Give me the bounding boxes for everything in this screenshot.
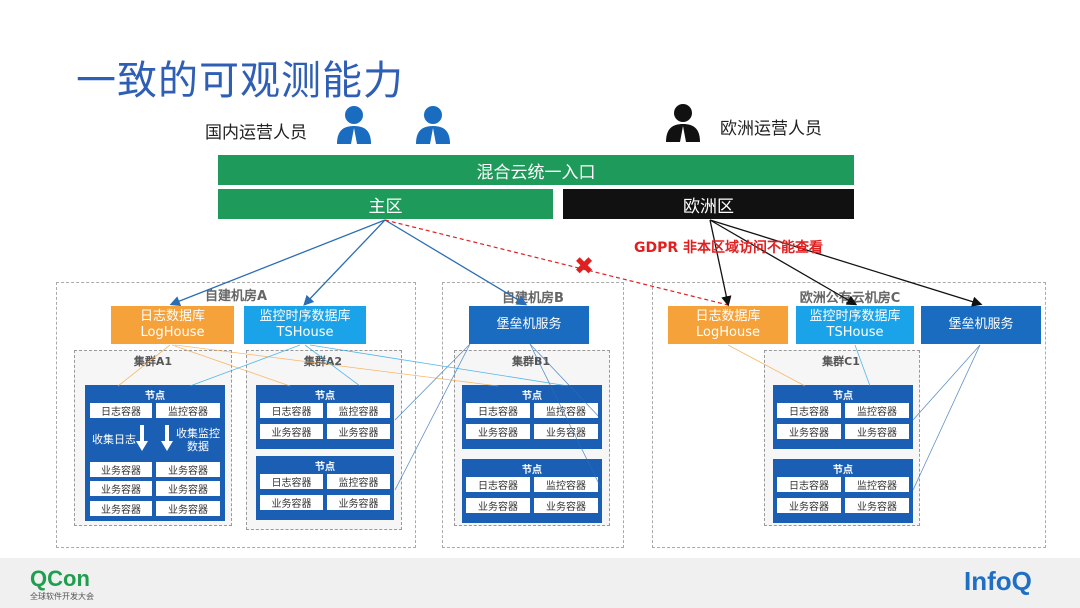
cluster-a1-node: 节点 日志容器 监控容器 收集日志 收集监控 数据 业务容器 业务容器 业务容器…	[85, 385, 225, 521]
business-container[interactable]: 业务容器	[845, 498, 909, 513]
business-container[interactable]: 业务容器	[156, 501, 220, 516]
business-container[interactable]: 业务容器	[327, 495, 390, 510]
metric-container[interactable]: 监控容器	[156, 403, 220, 418]
metric-db-name: 监控时序数据库	[809, 309, 901, 324]
arrow-down-icon	[161, 425, 173, 451]
cluster-b1-node-1: 节点 日志容器 监控容器 业务容器 业务容器	[462, 385, 602, 449]
log-db-name: 日志数据库	[139, 309, 205, 324]
metric-db-product: TSHouse	[276, 325, 334, 340]
log-db-product: LogHouse	[140, 325, 205, 340]
cluster-c1-node-2: 节点 日志容器 监控容器 业务容器 业务容器	[773, 459, 913, 523]
business-container[interactable]: 业务容器	[534, 498, 598, 513]
qcon-tagline: 全球软件开发大会	[30, 592, 94, 601]
room-a-label: 自建机房A	[204, 289, 268, 304]
log-container[interactable]: 日志容器	[260, 403, 323, 418]
room-a-log-db[interactable]: 日志数据库 LogHouse	[111, 306, 234, 344]
node-label: 节点	[315, 462, 335, 473]
node-label: 节点	[315, 391, 335, 402]
room-c-label: 欧洲公有云机房C	[799, 291, 901, 306]
metric-db-product: TSHouse	[826, 325, 884, 340]
main-zone-bar[interactable]: 主区	[218, 189, 553, 219]
page-title: 一致的可观测能力	[76, 58, 404, 104]
cluster-b1-label: 集群B1	[511, 355, 551, 368]
arrow-down-icon	[136, 425, 148, 451]
business-container[interactable]: 业务容器	[466, 424, 530, 439]
log-db-product: LogHouse	[696, 325, 760, 340]
business-container[interactable]: 业务容器	[327, 424, 390, 439]
qcon-logo: QCon	[30, 566, 90, 591]
business-container[interactable]: 业务容器	[260, 424, 323, 439]
domestic-operator-icon	[416, 106, 450, 144]
business-container[interactable]: 业务容器	[156, 481, 220, 496]
cluster-c1-label: 集群C1	[822, 355, 860, 368]
log-container[interactable]: 日志容器	[90, 403, 152, 418]
business-container[interactable]: 业务容器	[777, 498, 841, 513]
room-c-bastion[interactable]: 堡垒机服务	[921, 306, 1041, 344]
node-label: 节点	[833, 465, 853, 476]
room-c-log-db[interactable]: 日志数据库 LogHouse	[668, 306, 788, 344]
domestic-operators-label: 国内运营人员	[205, 123, 307, 143]
cluster-a2-label: 集群A2	[303, 355, 343, 368]
cluster-c1-node-1: 节点 日志容器 监控容器 业务容器 业务容器	[773, 385, 913, 449]
domestic-operator-icon	[337, 106, 371, 144]
log-container[interactable]: 日志容器	[466, 403, 530, 418]
business-container[interactable]: 业务容器	[156, 462, 220, 477]
log-container[interactable]: 日志容器	[260, 474, 323, 489]
log-container[interactable]: 日志容器	[466, 477, 530, 492]
room-b-bastion[interactable]: 堡垒机服务	[469, 306, 589, 344]
node-label: 节点	[522, 465, 542, 476]
metric-container[interactable]: 监控容器	[534, 477, 598, 492]
business-container[interactable]: 业务容器	[90, 501, 152, 516]
cluster-a2-node-2: 节点 日志容器 监控容器 业务容器 业务容器	[256, 456, 394, 520]
business-container[interactable]: 业务容器	[845, 424, 909, 439]
node-label: 节点	[522, 391, 542, 402]
metric-container[interactable]: 监控容器	[534, 403, 598, 418]
log-container[interactable]: 日志容器	[777, 403, 841, 418]
footer-bar	[0, 558, 1080, 608]
log-db-name: 日志数据库	[695, 309, 761, 324]
business-container[interactable]: 业务容器	[534, 424, 598, 439]
metric-db-name: 监控时序数据库	[259, 309, 351, 324]
metric-container[interactable]: 监控容器	[845, 477, 909, 492]
europe-operator-icon	[666, 104, 700, 142]
europe-zone-bar[interactable]: 欧洲区	[563, 189, 854, 219]
metric-container[interactable]: 监控容器	[327, 403, 390, 418]
business-container[interactable]: 业务容器	[90, 481, 152, 496]
business-container[interactable]: 业务容器	[90, 462, 152, 477]
room-b-label: 自建机房B	[502, 291, 564, 306]
cluster-b1-node-2: 节点 日志容器 监控容器 业务容器 业务容器	[462, 459, 602, 523]
collect-log-label: 收集日志	[92, 433, 136, 446]
cluster-a2-node-1: 节点 日志容器 监控容器 业务容器 业务容器	[256, 385, 394, 449]
unified-entry-bar[interactable]: 混合云统一入口	[218, 155, 854, 185]
metric-container[interactable]: 监控容器	[327, 474, 390, 489]
business-container[interactable]: 业务容器	[466, 498, 530, 513]
business-container[interactable]: 业务容器	[260, 495, 323, 510]
infoq-logo: InfoQ	[964, 566, 1032, 596]
room-a-metric-db[interactable]: 监控时序数据库 TSHouse	[244, 306, 366, 344]
europe-operators-label: 欧洲运营人员	[720, 119, 822, 139]
denied-x-icon: ✖	[574, 252, 595, 280]
collect-metric-label: 收集监控 数据	[176, 427, 220, 453]
node-label: 节点	[833, 391, 853, 402]
business-container[interactable]: 业务容器	[777, 424, 841, 439]
node-label: 节点	[145, 391, 165, 402]
cluster-a1-label: 集群A1	[133, 355, 173, 368]
log-container[interactable]: 日志容器	[777, 477, 841, 492]
gdpr-note: GDPR 非本区域访问不能查看	[634, 240, 824, 256]
metric-container[interactable]: 监控容器	[845, 403, 909, 418]
room-c-metric-db[interactable]: 监控时序数据库 TSHouse	[796, 306, 914, 344]
